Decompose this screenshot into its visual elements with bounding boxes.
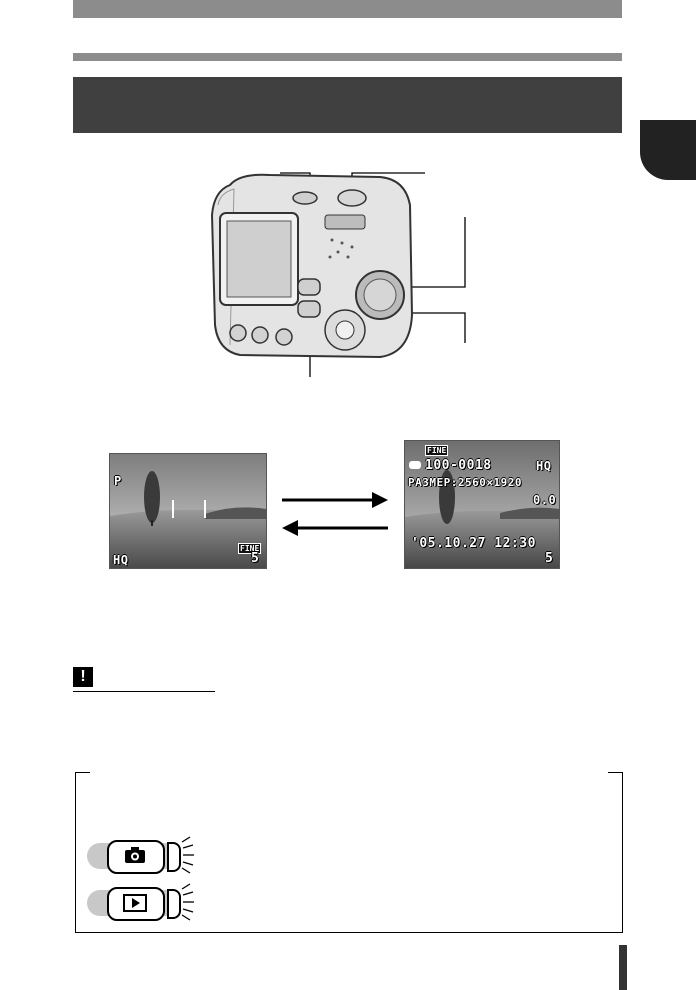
landscape-photo: [405, 441, 559, 568]
frames-remaining: 5: [251, 551, 260, 566]
power-button: [292, 191, 318, 205]
protect-icon: [409, 461, 421, 469]
shutter-button: [337, 189, 367, 207]
quality-label: HQ: [113, 553, 129, 567]
info-box: [75, 772, 623, 933]
header-bar-top: [73, 0, 622, 18]
fine-badge: FINE: [238, 543, 262, 554]
record-mode-screen: P FINE HQ 5: [109, 453, 267, 569]
section-title-box: [73, 77, 622, 133]
af-target-mark: [172, 500, 206, 518]
mode-resolution-line: PA3MEP:2560×1920: [408, 476, 522, 489]
lamp-glow-icon: [181, 836, 194, 874]
lamp-icon: [167, 889, 181, 919]
quality-label: HQ: [536, 459, 552, 473]
header-bar-second: [73, 53, 622, 61]
exclamation-icon: !: [73, 667, 93, 687]
box-corner-right: [608, 772, 622, 773]
playback-mode-screen: FINE 100-0018 HQ PA3MEP:2560×1920 0.0 '0…: [404, 440, 560, 569]
caution-block: !: [73, 667, 215, 692]
switch-arrows: [282, 492, 388, 536]
arrow-left-icon: [282, 520, 298, 536]
shooting-mode-button: [297, 278, 321, 296]
arrow-right-icon: [372, 492, 388, 508]
shooting-mode-button-graphic: [87, 838, 181, 874]
date-time: '05.10.27 12:30: [411, 536, 536, 551]
chapter-tab: [640, 120, 696, 180]
exposure-value: 0.0: [533, 493, 557, 507]
playback-mode-button: [297, 300, 321, 318]
box-corner-left: [76, 772, 90, 773]
camera-illustration: [210, 172, 466, 377]
fine-badge: FINE: [425, 445, 449, 456]
frame-number: 5: [545, 551, 554, 566]
camera-icon: [125, 847, 145, 863]
play-icon: [123, 894, 147, 912]
lamp-icon: [167, 842, 181, 872]
mode-letter: P: [114, 474, 122, 488]
page-footer-tab: [619, 945, 627, 990]
lamp-glow-icon: [181, 883, 194, 921]
file-number: 100-0018: [425, 458, 492, 473]
landscape-photo: [110, 454, 266, 568]
playback-mode-button-graphic: [87, 885, 181, 921]
